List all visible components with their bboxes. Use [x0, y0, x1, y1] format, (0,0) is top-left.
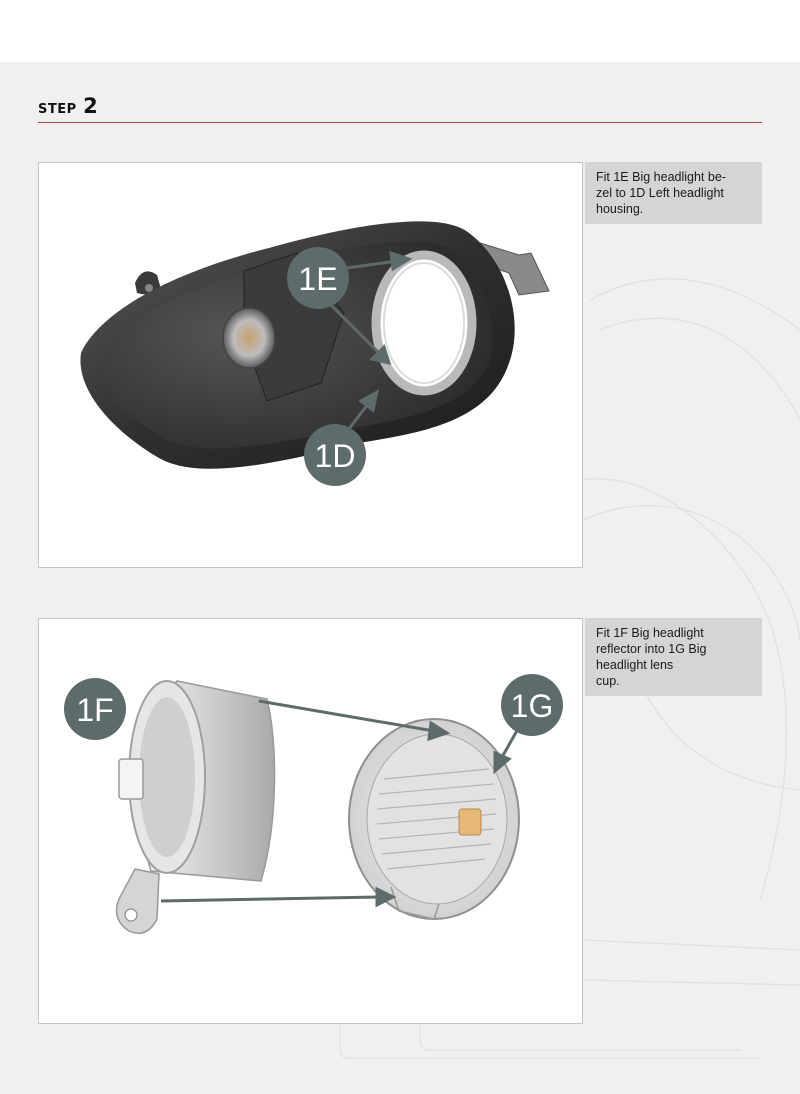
- top-band: [0, 0, 800, 62]
- instruction-panel-2: 1F 1G: [38, 618, 583, 1024]
- callout-1d: 1D: [304, 424, 366, 486]
- instruction-caption-2: Fit 1F Big headlight reflector into 1G B…: [585, 618, 762, 696]
- step-number: 2: [83, 94, 98, 118]
- callout-1e-label: 1E: [298, 261, 337, 297]
- caption-2-line-2: reflector into 1G Big: [596, 642, 707, 656]
- instruction-caption-1: Fit 1E Big headlight be- zel to 1D Left …: [585, 162, 762, 224]
- callout-1e: 1E: [287, 247, 349, 309]
- callout-1f-label: 1F: [76, 692, 113, 728]
- caption-2-line-1: Fit 1F Big headlight: [596, 626, 704, 640]
- step-heading: STEP 2: [38, 94, 98, 118]
- caption-1-line-1: Fit 1E Big headlight be-: [596, 170, 726, 184]
- callout-1f: 1F: [64, 678, 126, 740]
- reflector-lens-illustration: 1F 1G: [64, 674, 563, 934]
- caption-2-line-4: cup.: [596, 674, 620, 688]
- instruction-panel-1: 1E 1D: [38, 162, 583, 568]
- step-divider: [38, 122, 762, 123]
- step-label: STEP: [38, 102, 77, 117]
- callout-1d-label: 1D: [315, 438, 356, 474]
- headlight-housing-illustration: 1E 1D: [80, 221, 550, 486]
- caption-1-line-3: housing.: [596, 202, 644, 216]
- caption-1-line-2: zel to 1D Left headlight: [596, 186, 724, 200]
- caption-2-line-3: headlight lens: [596, 658, 674, 672]
- callout-1g-label: 1G: [511, 688, 554, 724]
- callout-1g: 1G: [501, 674, 563, 736]
